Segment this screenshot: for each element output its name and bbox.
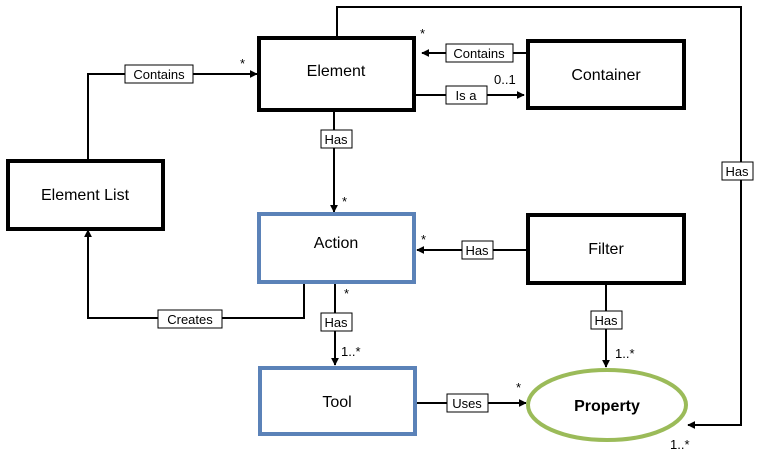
label-has-filter-property: Has bbox=[590, 310, 623, 330]
mult-action-right: * bbox=[421, 232, 426, 247]
svg-text:Creates: Creates bbox=[167, 312, 213, 327]
svg-text:Contains: Contains bbox=[133, 67, 185, 82]
node-filter[interactable]: Filter bbox=[526, 213, 686, 285]
label-contains-list-element: Contains bbox=[124, 64, 194, 84]
svg-text:Has: Has bbox=[725, 164, 749, 179]
node-filter-label: Filter bbox=[588, 241, 624, 258]
node-property-label: Property bbox=[574, 398, 640, 415]
svg-text:Contains: Contains bbox=[453, 46, 505, 61]
label-has-element-action: Has bbox=[320, 129, 353, 149]
node-action-label: Action bbox=[314, 235, 358, 252]
mult-element-left: * bbox=[240, 56, 245, 71]
label-has-action-tool: Has bbox=[320, 312, 353, 332]
edge-has-element-property bbox=[336, 6, 742, 429]
mult-action-bottom: * bbox=[344, 286, 349, 301]
node-container[interactable]: Container bbox=[526, 39, 686, 110]
node-element-list-label: Element List bbox=[41, 187, 130, 204]
mult-property-top: 1..* bbox=[615, 346, 635, 361]
node-element-list[interactable]: Element List bbox=[6, 159, 165, 231]
label-uses-tool-property: Uses bbox=[446, 393, 489, 413]
node-action[interactable]: Action bbox=[257, 212, 416, 284]
label-has-element-property: Has bbox=[721, 161, 754, 181]
label-has-filter-action: Has bbox=[461, 240, 494, 260]
svg-text:Has: Has bbox=[324, 315, 348, 330]
mult-tool-top: 1..* bbox=[341, 344, 361, 359]
mult-container-left: 0..1 bbox=[494, 72, 516, 87]
node-element[interactable]: Element bbox=[257, 36, 416, 112]
mult-element-top-right: * bbox=[420, 26, 425, 41]
mult-property-left: * bbox=[516, 380, 521, 395]
node-element-label: Element bbox=[307, 63, 366, 80]
node-property[interactable]: Property bbox=[526, 368, 688, 442]
label-contains-container-element: Contains bbox=[445, 43, 514, 63]
label-isa-element-container: Is a bbox=[445, 85, 488, 105]
svg-text:Has: Has bbox=[324, 132, 348, 147]
edge-contains-list-element bbox=[87, 70, 258, 160]
mult-action-top: * bbox=[342, 194, 347, 209]
svg-text:Is a: Is a bbox=[456, 88, 478, 103]
node-tool[interactable]: Tool bbox=[258, 366, 417, 436]
mult-property-bottom-right: 1..* bbox=[670, 437, 690, 452]
svg-text:Uses: Uses bbox=[452, 396, 482, 411]
node-tool-label: Tool bbox=[322, 394, 351, 411]
svg-text:Has: Has bbox=[465, 243, 489, 258]
node-container-label: Container bbox=[571, 67, 641, 84]
svg-text:Has: Has bbox=[594, 313, 618, 328]
label-creates-action-list: Creates bbox=[157, 309, 223, 329]
